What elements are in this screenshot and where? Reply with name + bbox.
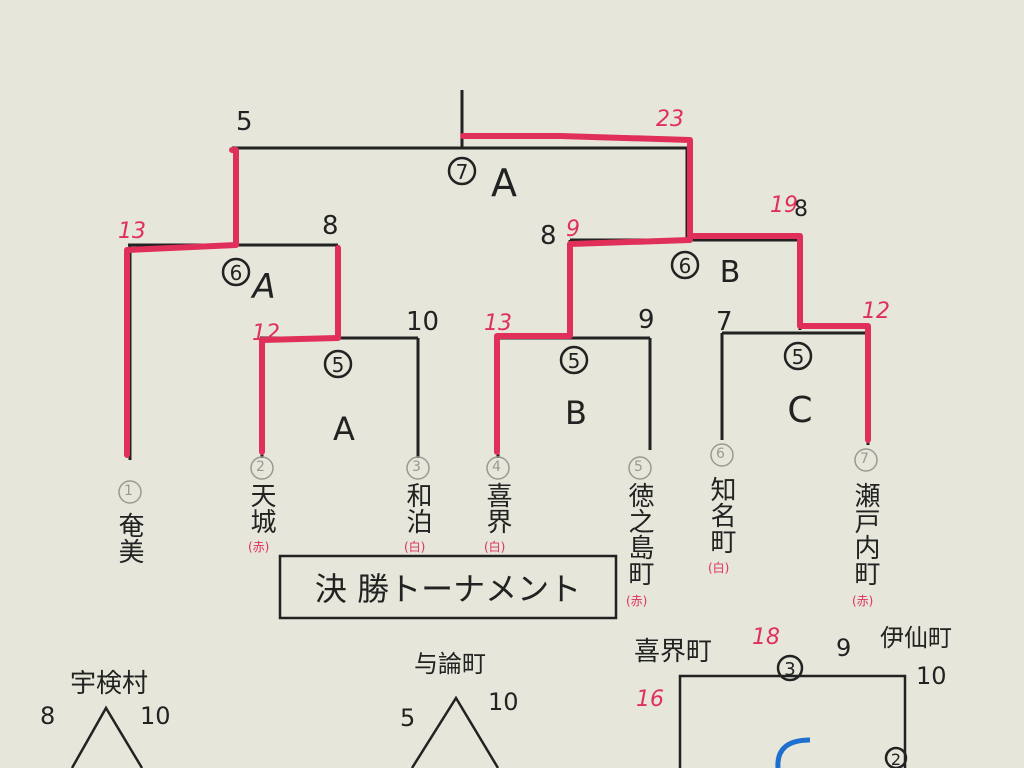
match-markers: 7 A 6 A 6 B 5 A 5 B 5 C — [221, 156, 813, 448]
qfa-left-score: 12 — [252, 321, 280, 346]
red-score-labels: 23 13 9 19 12 13 12 — [118, 107, 890, 346]
team-side: (赤) — [626, 594, 648, 608]
svg-text:A: A — [250, 267, 275, 307]
svg-text:A: A — [333, 410, 355, 448]
team-seed: 7 — [860, 451, 869, 467]
score-labels: 5 8 8 10 9 7 — [236, 107, 733, 337]
semi-b-left-score: 8 — [540, 221, 557, 251]
team-side: (白) — [708, 561, 730, 575]
sub-middle-name: 与論町 — [414, 650, 486, 678]
sub-right-match-num: 3 — [784, 659, 795, 680]
seed-markers — [118, 443, 878, 504]
team-side: (赤) — [248, 540, 270, 554]
semi-a-marker: 6 A — [221, 257, 276, 307]
team-seed: 6 — [716, 446, 725, 462]
qf-b-marker: 5 B — [559, 345, 589, 432]
winner-path — [124, 133, 871, 458]
qf-c-marker: 5 C — [783, 341, 813, 431]
semi-a-left-score: 13 — [118, 219, 146, 244]
team-name: 天城 — [246, 482, 276, 534]
qfc-right-score: 12 — [862, 299, 890, 324]
team-side: (白) — [404, 540, 426, 554]
qfa-right-score: 10 — [406, 307, 439, 337]
team-name: 知名町 — [706, 476, 736, 554]
team-name: 和泊 — [402, 482, 432, 534]
sub-middle-left-score: 5 — [400, 704, 415, 732]
title: 決 勝トーナメント — [315, 570, 581, 608]
team-name: 喜界 — [482, 482, 512, 534]
semi-b-right-score-alt: 8 — [794, 197, 808, 222]
sub-right-left-score: 16 — [636, 687, 664, 712]
team-name: 瀬戸内町 — [850, 482, 880, 586]
sub-left-left-score: 8 — [40, 702, 55, 730]
team-name: 徳之島町 — [624, 482, 654, 586]
qfc-left-score: 7 — [716, 307, 733, 337]
team-name: 奄美 — [114, 512, 144, 564]
team-seed: 4 — [492, 459, 501, 475]
qfb-right-score: 9 — [638, 305, 655, 335]
semi-b-marker: 6 B — [670, 250, 741, 290]
team-seed: 3 — [412, 459, 421, 475]
svg-text:6: 6 — [679, 254, 692, 278]
sub-middle-right-score: 10 — [488, 688, 519, 716]
sub-bracket-labels: 宇検村 8 10 与論町 5 10 喜界町 伊仙町 9 3 10 2 — [40, 624, 952, 768]
final-marker: 7 A — [447, 156, 517, 205]
final-right-score: 23 — [656, 107, 684, 132]
sub-left-right-score: 10 — [140, 702, 171, 730]
semi-b-left-score-red: 9 — [566, 217, 580, 242]
team-seed: 2 — [256, 459, 265, 475]
team-seed: 5 — [634, 459, 643, 475]
team-side: (赤) — [852, 594, 874, 608]
sub-right-right-score: 10 — [916, 662, 947, 690]
sub-right-left-name: 喜界町 — [634, 637, 712, 667]
qfb-left-score: 13 — [484, 311, 512, 336]
sub-right-right-name: 伊仙町 — [880, 624, 952, 652]
title-box — [278, 554, 618, 620]
svg-text:B: B — [720, 255, 741, 290]
svg-text:B: B — [565, 394, 587, 432]
sub-left-name: 宇検村 — [70, 669, 148, 699]
sub-right-top-left-score: 18 — [752, 625, 780, 650]
svg-text:5: 5 — [568, 349, 581, 373]
sub-bracket-red-labels: 18 16 — [636, 625, 780, 712]
team-seed: 1 — [124, 483, 133, 499]
svg-text:A: A — [491, 161, 517, 205]
final-left-score: 5 — [236, 107, 253, 137]
sub-right-bottom-right-num: 2 — [891, 750, 901, 768]
blue-court-mark — [775, 737, 811, 768]
semi-a-right-score: 8 — [322, 211, 339, 241]
semi-b-right-score: 19 — [770, 193, 798, 218]
svg-text:7: 7 — [456, 160, 469, 184]
svg-text:6: 6 — [230, 261, 243, 285]
qf-a-marker: 5 A — [323, 349, 355, 448]
sub-bracket-lines — [70, 654, 908, 768]
sub-right-top-right-score: 9 — [836, 634, 851, 662]
svg-text:5: 5 — [792, 345, 805, 369]
team-side: (白) — [484, 540, 506, 554]
svg-text:C: C — [787, 390, 812, 431]
svg-text:5: 5 — [332, 353, 345, 377]
